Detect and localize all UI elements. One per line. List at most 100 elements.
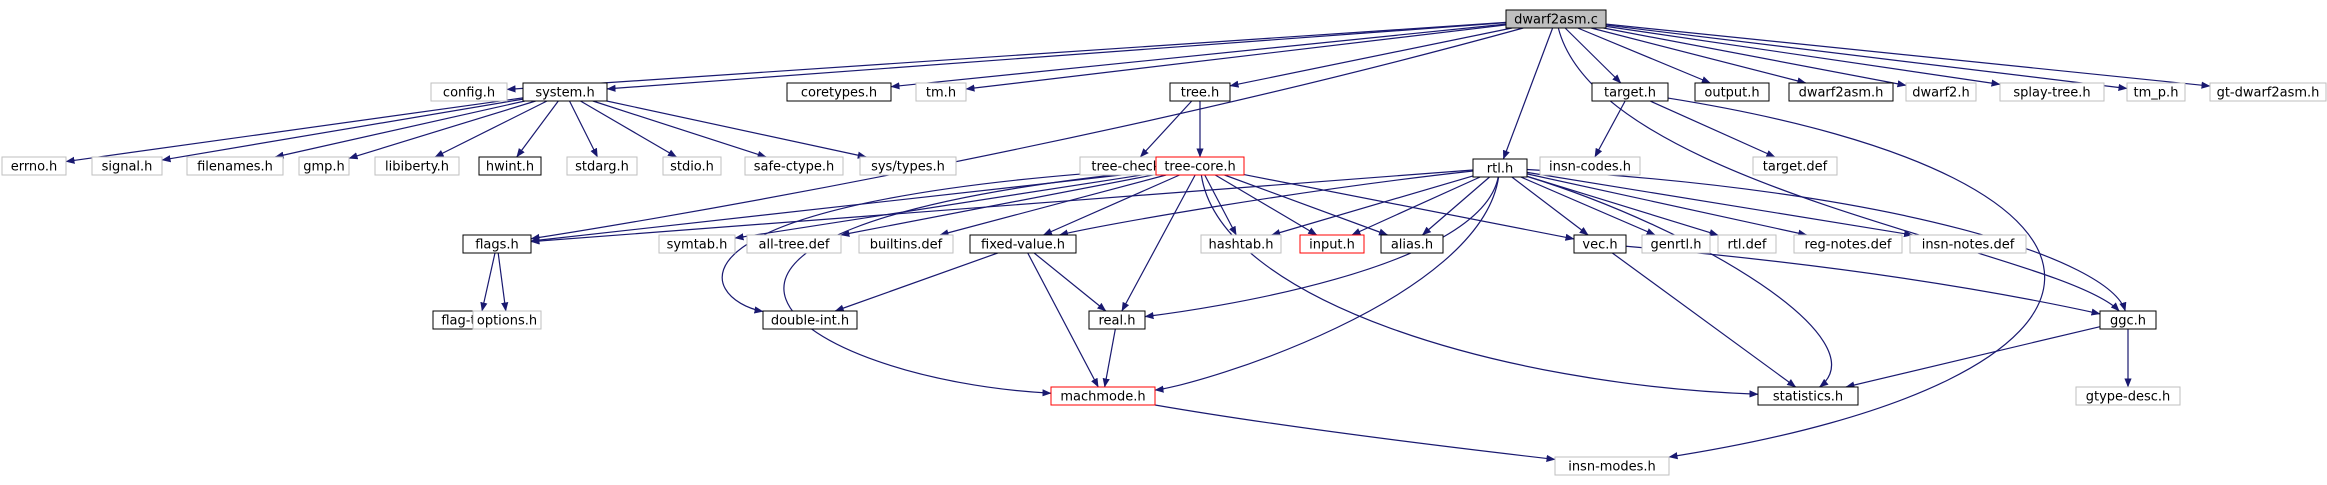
edge-tree-core-h-to-vec-h bbox=[1243, 173, 1575, 241]
node-label: stdarg.h bbox=[575, 160, 629, 175]
node-label: dwarf2asm.h bbox=[1799, 86, 1884, 101]
node-label: options.h bbox=[477, 314, 537, 329]
edge-rtl-h-to-machmode-h bbox=[1154, 176, 1500, 393]
node-tree-h[interactable]: tree.h bbox=[1169, 82, 1231, 102]
node-label: config.h bbox=[443, 86, 495, 101]
node-builtins-def[interactable]: builtins.def bbox=[858, 234, 954, 254]
node-box bbox=[430, 82, 508, 102]
edge-system-h-to-sys-types-h bbox=[606, 100, 867, 159]
node-dwarf2asm-c[interactable]: dwarf2asm.c bbox=[1505, 9, 1607, 29]
node-box bbox=[1200, 234, 1282, 254]
node-safe-ctype-h[interactable]: safe-ctype.h bbox=[744, 156, 844, 176]
edge-tree-core-h-to-machmode-h bbox=[783, 169, 1157, 397]
node-gtype-desc-h[interactable]: gtype-desc.h bbox=[2075, 386, 2181, 406]
node-box bbox=[374, 156, 460, 176]
node-tree-core-h[interactable]: tree-core.h bbox=[1155, 156, 1245, 176]
node-rtl-h[interactable]: rtl.h bbox=[1472, 158, 1528, 178]
node-label: machmode.h bbox=[1060, 390, 1145, 405]
node-double-int-h[interactable]: double-int.h bbox=[762, 310, 858, 330]
edge-rtl-h-to-rtl-def bbox=[1526, 175, 1719, 237]
node-machmode-h[interactable]: machmode.h bbox=[1050, 386, 1156, 406]
node-insn-notes-def[interactable]: insn-notes.def bbox=[1909, 234, 2027, 254]
node-ggc-h[interactable]: ggc.h bbox=[2099, 310, 2157, 330]
edge-dwarf2asm-c-to-dwarf2-h bbox=[1603, 27, 1907, 88]
node-box bbox=[1088, 310, 1146, 330]
node-filenames-h[interactable]: filenames.h bbox=[186, 156, 284, 176]
node-stdarg-h[interactable]: stdarg.h bbox=[566, 156, 638, 176]
node-label: target.h bbox=[1604, 86, 1656, 101]
node-system-h[interactable]: system.h bbox=[522, 82, 608, 102]
node-label: fixed-value.h bbox=[981, 238, 1065, 253]
node-box bbox=[472, 310, 542, 330]
node-label: ggc.h bbox=[2110, 314, 2146, 329]
node-all-tree-def[interactable]: all-tree.def bbox=[746, 234, 842, 254]
node-target-def[interactable]: target.def bbox=[1752, 156, 1838, 176]
edge-dwarf2asm-c-to-tree-h bbox=[1229, 27, 1513, 88]
node-symtab-h[interactable]: symtab.h bbox=[658, 234, 736, 254]
node-options-h[interactable]: options.h bbox=[472, 310, 542, 330]
node-flags-h[interactable]: flags.h bbox=[462, 234, 532, 254]
node-box bbox=[478, 156, 542, 176]
node-input-h[interactable]: input.h bbox=[1299, 234, 1365, 254]
node-fixed-value-h[interactable]: fixed-value.h bbox=[969, 234, 1077, 254]
edge-rtl-h-to-hashtab-h bbox=[1271, 175, 1474, 237]
node-box bbox=[1752, 156, 1838, 176]
node-label: dwarf2.h bbox=[1912, 86, 1969, 101]
node-genrtl-h[interactable]: genrtl.h bbox=[1641, 234, 1711, 254]
node-box bbox=[762, 310, 858, 330]
node-libiberty-h[interactable]: libiberty.h bbox=[374, 156, 460, 176]
node-alias-h[interactable]: alias.h bbox=[1380, 234, 1444, 254]
node-box bbox=[1505, 9, 1607, 29]
edge-system-h-to-stdio-h bbox=[580, 100, 677, 158]
node-hwint-h[interactable]: hwint.h bbox=[478, 156, 542, 176]
edge-rtl-h-to-statistics-h bbox=[1526, 175, 1833, 388]
node-box bbox=[186, 156, 284, 176]
node-sys-types-h[interactable]: sys/types.h bbox=[859, 156, 957, 176]
node-stdio-h[interactable]: stdio.h bbox=[662, 156, 722, 176]
node-gt-dwarf2asm-h[interactable]: gt-dwarf2asm.h bbox=[2209, 82, 2327, 102]
node-label: real.h bbox=[1098, 314, 1135, 329]
node-reg-notes-def[interactable]: reg-notes.def bbox=[1793, 234, 1903, 254]
edge-rtl-h-to-alias-h bbox=[1422, 176, 1490, 236]
edge-rtl-h-to-ggc-h bbox=[1526, 168, 2127, 312]
node-dwarf2-h[interactable]: dwarf2.h bbox=[1905, 82, 1977, 102]
edge-system-h-to-libiberty-h bbox=[434, 100, 548, 158]
node-rtl-def[interactable]: rtl.def bbox=[1717, 234, 1777, 254]
node-dwarf2asm-h[interactable]: dwarf2asm.h bbox=[1788, 82, 1894, 102]
node-signal-h[interactable]: signal.h bbox=[91, 156, 163, 176]
node-label: input.h bbox=[1309, 238, 1355, 253]
node-box bbox=[91, 156, 163, 176]
node-box bbox=[915, 82, 967, 102]
node-splay-tree-h[interactable]: splay-tree.h bbox=[1999, 82, 2105, 102]
edge-system-h-to-signal-h bbox=[161, 98, 524, 163]
edge-real-h-to-machmode-h bbox=[1102, 328, 1116, 388]
node-statistics-h[interactable]: statistics.h bbox=[1757, 386, 1859, 406]
node-config-h[interactable]: config.h bbox=[430, 82, 508, 102]
node-errno-h[interactable]: errno.h bbox=[1, 156, 67, 176]
node-output-h[interactable]: output.h bbox=[1694, 82, 1770, 102]
node-hashtab-h[interactable]: hashtab.h bbox=[1200, 234, 1282, 254]
edge-tree-core-h-to-builtins-def bbox=[939, 174, 1167, 237]
node-tm-h[interactable]: tm.h bbox=[915, 82, 967, 102]
edge-dwarf2asm-c-to-coretypes-h bbox=[890, 23, 1507, 90]
edge-dwarf2asm-c-to-ggc-h bbox=[1557, 27, 2120, 312]
node-box bbox=[1717, 234, 1777, 254]
node-label: tm_p.h bbox=[2134, 86, 2179, 101]
node-label: filenames.h bbox=[197, 160, 273, 175]
node-insn-codes-h[interactable]: insn-codes.h bbox=[1539, 156, 1641, 176]
node-box bbox=[1472, 158, 1528, 178]
node-label: vec.h bbox=[1582, 238, 1617, 253]
node-gmp-h[interactable]: gmp.h bbox=[298, 156, 350, 176]
node-box bbox=[746, 234, 842, 254]
node-tm-p-h[interactable]: tm_p.h bbox=[2126, 82, 2186, 102]
node-coretypes-h[interactable]: coretypes.h bbox=[786, 82, 892, 102]
node-target-h[interactable]: target.h bbox=[1591, 82, 1669, 102]
edge-tree-core-h-to-real-h bbox=[1121, 174, 1196, 312]
node-vec-h[interactable]: vec.h bbox=[1573, 234, 1627, 254]
edge-rtl-h-to-vec-h bbox=[1511, 176, 1589, 236]
node-insn-modes-h[interactable]: insn-modes.h bbox=[1554, 456, 1670, 476]
node-real-h[interactable]: real.h bbox=[1088, 310, 1146, 330]
edge-dwarf2asm-c-to-system-h bbox=[606, 22, 1507, 92]
file-nodes: dwarf2asm.c config.h system.h coretypes.h tm… bbox=[1, 9, 2327, 476]
